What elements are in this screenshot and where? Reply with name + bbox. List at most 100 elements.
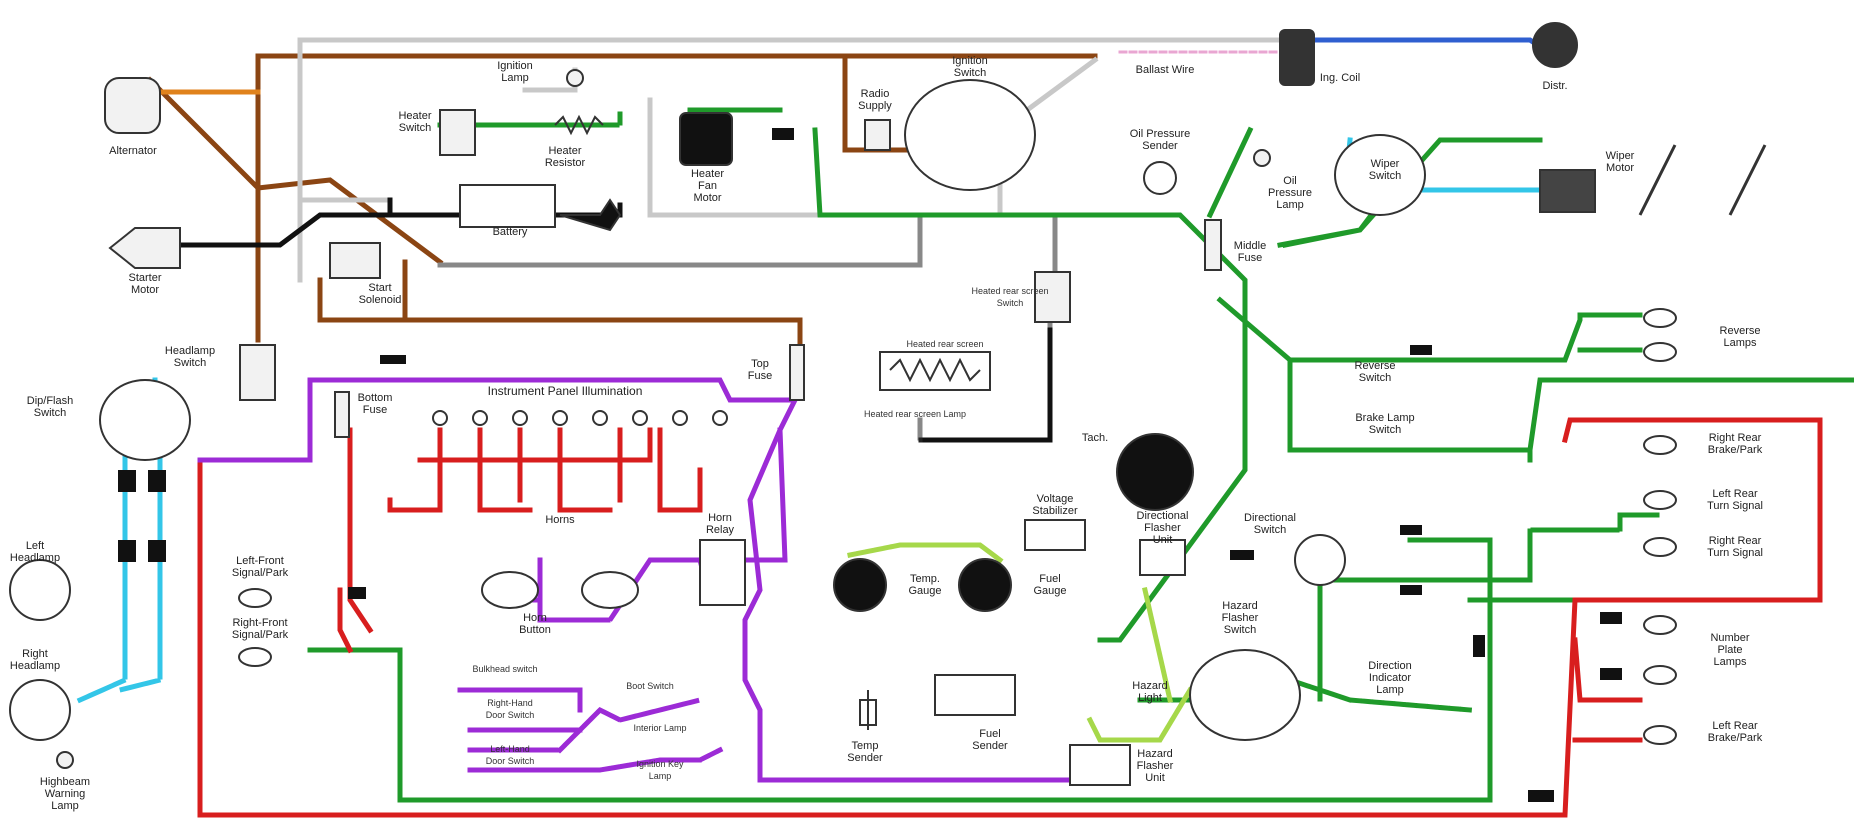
heated-rear-screen-frame (879, 351, 991, 391)
instrument-bulb (672, 410, 688, 426)
horn-button-label: Horn Button (519, 612, 551, 636)
ignition-switch-body (904, 79, 1036, 191)
headlamp-switch-box (239, 344, 276, 401)
hazard-light-label: Hazard Light (1132, 680, 1168, 704)
wire-white-main (297, 37, 1303, 283)
voltage-stabilizer-box (1024, 519, 1086, 551)
right-front-signal-label: Right-Front Signal/Park (231, 617, 289, 641)
start-solenoid-label: Start Solenoid (358, 282, 402, 306)
top-fuse-label: Top Fuse (747, 358, 773, 382)
connector (1600, 668, 1622, 680)
right-rear-turn-signal-label: Right Rear Turn Signal (1707, 535, 1763, 559)
heater-resistor-zigzag (554, 114, 604, 136)
right-headlamp-body (9, 679, 71, 741)
right-hand-door-switch-label: Right-Hand Door Switch (485, 698, 535, 720)
temp-sender-label: Temp Sender (847, 740, 883, 764)
ignition-key-lamp-label: Ignition Key Lamp (636, 759, 684, 781)
reverse-lamps-label: Reverse Lamps (1719, 325, 1761, 349)
wire-brown-top (146, 53, 1098, 343)
wiper-switch-label: Wiper Switch (1368, 158, 1402, 182)
wire-white-dash (437, 212, 1058, 443)
wiper-motor-body (1539, 169, 1596, 213)
connector (148, 470, 166, 492)
hazard-flasher-switch-body (1189, 649, 1301, 741)
heated-rear-screen-element (889, 357, 981, 383)
tachometer-dial (1116, 433, 1194, 511)
left-rear-turn-bulb (1643, 490, 1677, 510)
instrument-bulb (552, 410, 568, 426)
horn-right (581, 571, 639, 609)
instrument-bulb (472, 410, 488, 426)
middle-fuse-box (1204, 219, 1222, 271)
connector (1400, 525, 1422, 535)
oil-pressure-sender-label: Oil Pressure Sender (1129, 128, 1191, 152)
directional-flasher-unit-box (1139, 539, 1186, 576)
heater-resistor-label: Heater Resistor (544, 145, 586, 169)
left-headlamp-body (9, 559, 71, 621)
left-headlamp-label: Left Headlamp (9, 540, 61, 564)
rear-screen-switch-label: Heated rear screen Switch (971, 286, 1049, 308)
wire-blue-dist (1297, 37, 1564, 64)
interior-lamp-label: Interior Lamp (633, 723, 687, 733)
headlamp-switch-label: Headlamp Switch (164, 345, 216, 369)
ballast-wire-label: Ballast Wire (1135, 64, 1195, 76)
radio-supply-label: Radio Supply (858, 88, 892, 112)
right-rear-brakepark-label: Right Rear Brake/Park (1707, 432, 1763, 456)
bottom-fuse-label: Bottom Fuse (357, 392, 393, 416)
instrument-bulb (712, 410, 728, 426)
ign-coil-body (1279, 29, 1315, 86)
reverse-lamp-bulb (1643, 308, 1677, 328)
radio-supply-box (864, 119, 891, 151)
tach-label: Tach. (1081, 432, 1109, 444)
directional-flasher-unit-label: Directional Flasher Unit (1136, 510, 1189, 546)
connector (348, 587, 366, 599)
instrument-panel-illumination-label: Instrument Panel Illumination (487, 384, 643, 398)
fuel-gauge-label: Fuel Gauge (1033, 573, 1067, 597)
connector (1410, 345, 1432, 355)
dipflash-switch-label: Dip/Flash Switch (26, 395, 74, 419)
connector (148, 540, 166, 562)
bulkhead-switch-label: Bulkhead switch (472, 664, 538, 674)
alternator-body (104, 77, 161, 134)
middle-fuse-label: Middle Fuse (1233, 240, 1267, 264)
fuel-sender-label: Fuel Sender (972, 728, 1008, 752)
wire-brown-lower (317, 259, 803, 348)
top-fuse-box (789, 344, 805, 401)
horn-relay-box (699, 539, 746, 606)
left-rear-brakepark-label: Left Rear Brake/Park (1707, 720, 1763, 744)
left-rear-brake-bulb (1643, 725, 1677, 745)
left-front-signal-bulb (238, 588, 272, 608)
boot-switch-label: Boot Switch (626, 681, 674, 691)
hazard-flasher-switch-label: Hazard Flasher Switch (1221, 600, 1259, 636)
instrument-bulb (592, 410, 608, 426)
connector (1473, 635, 1485, 657)
connector (118, 540, 136, 562)
wire-green-main (687, 107, 1543, 453)
temp-gauge-dial (833, 558, 887, 612)
connector (1400, 585, 1422, 595)
right-rear-brake-bulb (1643, 435, 1677, 455)
connector (380, 355, 406, 364)
battery-terminal-arrow (559, 198, 622, 232)
right-front-signal-bulb (238, 647, 272, 667)
wire-red-main (197, 417, 1823, 818)
horn-left (481, 571, 539, 609)
connector (1600, 612, 1622, 624)
heated-rear-screen-label: Heated rear screen (906, 339, 984, 349)
highbeam-warning-lamp-bulb (56, 751, 74, 769)
wire-black-battery (137, 197, 623, 248)
ignition-switch-label: Ignition Switch (952, 55, 988, 79)
wire-green-reverse (1216, 296, 1854, 463)
ignition-lamp-label: Ignition Lamp (497, 60, 533, 84)
heater-fan-motor-box (679, 112, 733, 166)
directional-switch-body (1294, 534, 1346, 586)
wiper-blade-left (1638, 144, 1677, 216)
wiper-blade-right (1728, 144, 1767, 216)
highbeam-warning-lamp-label: Highbeam Warning Lamp (39, 776, 91, 812)
hazard-flasher-unit-box (1069, 744, 1131, 786)
battery-label: Battery (492, 226, 528, 238)
wire-lightgreen (847, 542, 1194, 743)
oil-pressure-sender-body (1143, 161, 1177, 195)
fuel-gauge-dial (958, 558, 1012, 612)
temp-gauge-label: Temp. Gauge (908, 573, 942, 597)
